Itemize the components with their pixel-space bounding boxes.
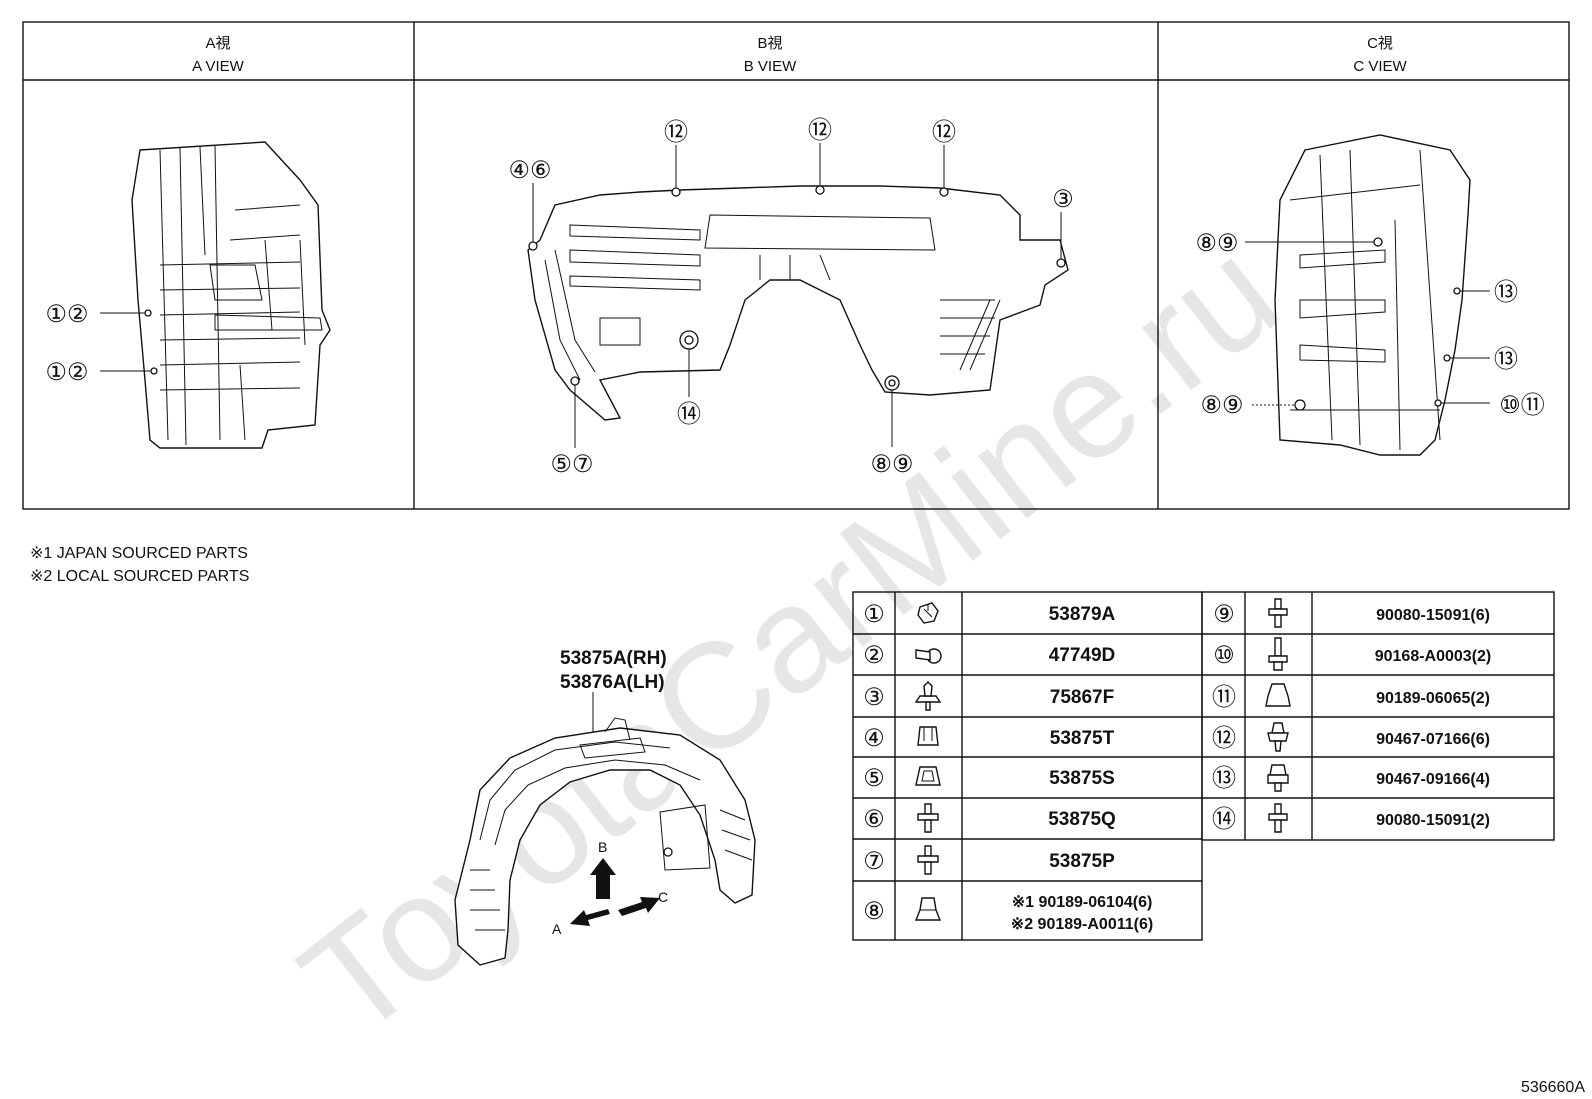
row-10-num: ⑩ [1213, 642, 1235, 669]
row-13-part: 90467-09166(4) [1376, 771, 1490, 788]
note-japan-sourced: ※1 JAPAN SOURCED PARTS [30, 545, 248, 562]
direction-arrows [570, 858, 660, 926]
grommet-icon [915, 648, 942, 664]
row-14-part: 90080-15091(2) [1376, 812, 1490, 829]
view-b-title-jp: B視 [757, 35, 782, 52]
row-1-num: ① [863, 601, 885, 628]
row-9-num: ⑨ [1213, 601, 1235, 628]
row-3-num: ③ [863, 684, 885, 711]
view-a-drawing [100, 141, 331, 449]
row-11-num: ⑪ [1212, 684, 1236, 711]
callout-b-3: ③ [1052, 186, 1074, 213]
callout-b-12c: ⑫ [932, 119, 956, 146]
arrow-label-b: B [598, 839, 607, 855]
row-12-part: 90467-07166(6) [1376, 731, 1490, 748]
view-b-title-en: B VIEW [744, 58, 797, 75]
fender-liner-drawing [454, 717, 756, 966]
view-b-drawing [527, 143, 1069, 448]
view-c-title-en: C VIEW [1353, 58, 1407, 75]
main-part-rh: 53875A(RH) [560, 648, 667, 669]
row-2-part: 47749D [1049, 645, 1116, 666]
callout-a-2: ①② [45, 359, 88, 386]
row-14-num: ⑭ [1212, 806, 1236, 833]
callout-c-13b: ⑬ [1494, 346, 1518, 373]
row-3-part: 75867F [1050, 687, 1114, 708]
bolt-icon-14 [1268, 803, 1288, 833]
row-7-part: 53875P [1049, 851, 1115, 872]
row-7-num: ⑦ [863, 848, 885, 875]
callout-c-13a: ⑬ [1494, 279, 1518, 306]
nut-icon-11 [1265, 683, 1291, 707]
clip-icon-12 [1267, 722, 1289, 752]
bolt-icon-10 [1268, 637, 1288, 671]
callout-c-8-9b: ⑧⑨ [1200, 392, 1243, 419]
row-1-part: 53879A [1049, 604, 1116, 625]
row-13-num: ⑬ [1212, 765, 1236, 792]
nut-clip-icon [917, 726, 939, 746]
bolt-icon-9 [1268, 598, 1288, 628]
clip-icon-13 [1267, 764, 1289, 792]
row-6-part: 53875Q [1048, 809, 1116, 830]
row-5-part: 53875S [1049, 768, 1115, 789]
arrow-label-a: A [552, 921, 562, 937]
callout-b-12a: ⑫ [664, 119, 688, 146]
row-4-num: ④ [863, 725, 885, 752]
row-4-part: 53875T [1050, 728, 1115, 749]
main-part-lh: 53876A(LH) [560, 672, 665, 693]
callout-b-8-9: ⑧⑨ [870, 451, 913, 478]
watermark: ToyotaCarMine.ru [271, 207, 1307, 1068]
figure-id: 536660A [1521, 1079, 1585, 1096]
parts-table [852, 591, 1555, 941]
row-8-part-1: ※1 90189-06104(6) [1012, 894, 1153, 911]
view-a-title-en: A VIEW [192, 58, 245, 75]
callout-b-12b: ⑫ [808, 117, 832, 144]
row-10-part: 90168-A0003(2) [1375, 648, 1492, 665]
row-9-part: 90080-15091(6) [1376, 607, 1490, 624]
row-8-num: ⑧ [863, 898, 885, 925]
retainer-icon [915, 766, 941, 786]
callout-c-8-9a: ⑧⑨ [1195, 230, 1238, 257]
callout-b-14: ⑭ [677, 401, 701, 428]
push-clip-icon [914, 681, 942, 711]
callout-b-5-7: ⑤⑦ [550, 451, 593, 478]
views-frame [22, 21, 1570, 510]
note-local-sourced: ※2 LOCAL SOURCED PARTS [30, 568, 249, 585]
screw-icon-7 [917, 845, 939, 875]
callout-a-1: ①② [45, 301, 88, 328]
screw-icon-6 [917, 803, 939, 833]
view-a-title-jp: A視 [205, 35, 230, 52]
row-8-part-2: ※2 90189-A0011(6) [1011, 916, 1153, 933]
nut-icon [914, 897, 942, 921]
clip-icon [917, 602, 939, 624]
row-12-num: ⑫ [1212, 725, 1236, 752]
row-11-part: 90189-06065(2) [1376, 690, 1490, 707]
view-c-drawing [1245, 134, 1490, 456]
row-5-num: ⑤ [863, 765, 885, 792]
row-6-num: ⑥ [863, 806, 885, 833]
row-2-num: ② [863, 642, 885, 669]
arrow-label-c: C [658, 889, 668, 905]
callout-c-10-11: ⑩⑪ [1499, 392, 1545, 419]
view-c-title-jp: C視 [1367, 35, 1393, 52]
callout-b-4-6: ④⑥ [508, 157, 551, 184]
